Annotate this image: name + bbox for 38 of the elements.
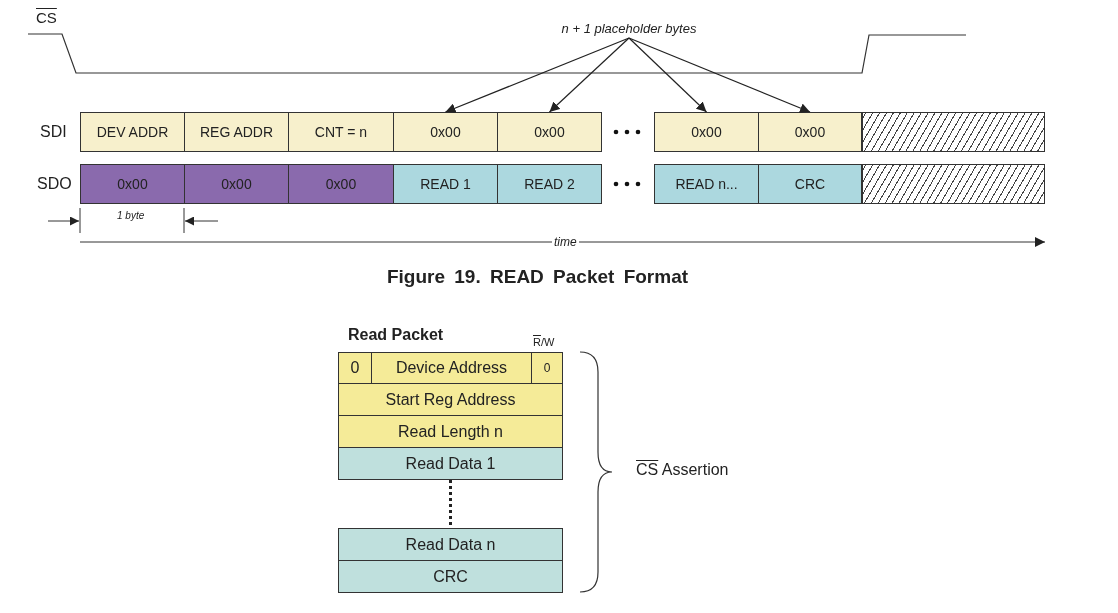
byte-cell: READ n... (654, 164, 759, 204)
packet-field: Read Length n (338, 415, 563, 448)
hatched-block (862, 164, 1045, 204)
packet-field: Read Data 1 (338, 447, 563, 480)
signal-name: SDO (37, 175, 72, 193)
arrow (628, 37, 708, 113)
axis-label: time (552, 235, 579, 249)
byte-cell: CNT = n (288, 112, 394, 152)
figure-caption: Figure 19. READ Packet Format (385, 266, 690, 288)
byte-cell: 0x00 (184, 164, 289, 204)
byte-cell: 0x00 (80, 164, 185, 204)
byte-cell: READ 2 (497, 164, 602, 204)
arrow (444, 37, 630, 113)
packet-field: Read Data n (338, 528, 563, 561)
hatched-block (862, 112, 1045, 152)
byte-cell: DEV ADDR (80, 112, 185, 152)
byte-cell: 0x00 (654, 112, 759, 152)
bracket-label: CS Assertion (636, 461, 729, 479)
byte-cell: 0x00 (758, 112, 862, 152)
signal-name: SDI (40, 123, 67, 141)
byte-cell: READ 1 (393, 164, 498, 204)
packet-field: 0 (531, 352, 563, 384)
signal-name: CS (36, 9, 57, 26)
byte-cell: CRC (758, 164, 862, 204)
byte-cell: 0x00 (497, 112, 602, 152)
connector-line (449, 480, 452, 528)
arrow (548, 37, 630, 113)
bit-label: R/W (533, 336, 555, 348)
annotation-text: n + 1 placeholder bytes (553, 18, 705, 38)
packet-title: Read Packet (348, 326, 444, 344)
arrow (628, 37, 811, 113)
packet-field: CRC (338, 560, 563, 593)
byte-cell: 0x00 (288, 164, 394, 204)
byte-cell: 0x00 (393, 112, 498, 152)
packet-field: 0 (338, 352, 372, 384)
packet-field: Start Reg Address (338, 383, 563, 416)
byte-cell: REG ADDR (184, 112, 289, 152)
packet-field: Device Address (371, 352, 532, 384)
